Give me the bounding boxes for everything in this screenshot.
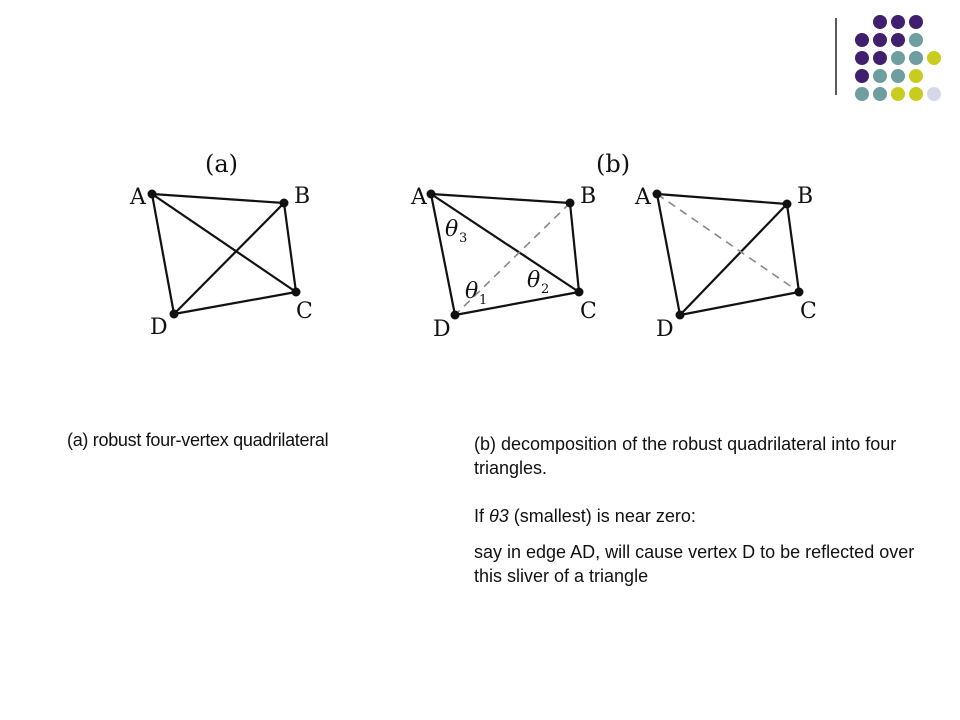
paragraph-decomposition: (b) decomposition of the robust quadrila… <box>474 434 897 478</box>
decor-dot <box>927 51 941 65</box>
paragraph-theta-condition: If θ3 (smallest) is near zero: <box>474 504 934 528</box>
decor-dot <box>891 69 905 83</box>
vertex-label-a: A <box>410 185 428 210</box>
edge-da <box>150 193 176 315</box>
vertex-dot-c <box>574 287 584 297</box>
decor-dot <box>891 15 905 29</box>
decor-dot <box>891 51 905 65</box>
caption-a: (a) robust four-vertex quadrilateral <box>67 430 329 450</box>
panel-a-label: (a) <box>205 150 238 178</box>
decor-dot <box>873 33 887 47</box>
edge-bc <box>282 202 298 293</box>
vertex-dot-b <box>565 198 575 208</box>
vertex-label-c: C <box>296 299 313 324</box>
vertex-label-b: B <box>294 184 310 209</box>
decor-dot <box>891 33 905 47</box>
vertex-dot-b <box>279 198 289 208</box>
decor-dot <box>855 69 869 83</box>
theta3-label: θ <box>445 217 458 242</box>
theta2-subscript: 2 <box>541 282 549 297</box>
theta3-subscript: 3 <box>459 231 467 246</box>
decor-dot <box>855 87 869 101</box>
decor-dot <box>873 51 887 65</box>
vertex-label-d: D <box>150 315 168 340</box>
theta-prefix: If <box>474 506 490 526</box>
theta-suffix: (smallest) is near zero: <box>508 506 696 526</box>
theta1-subscript: 1 <box>479 293 487 308</box>
decor-dot <box>891 87 905 101</box>
vertex-label-b: B <box>797 184 813 209</box>
decor-dot <box>909 87 923 101</box>
decor-dot <box>909 69 923 83</box>
vertex-dot-b <box>782 199 792 209</box>
vertex-dot-c <box>794 287 804 297</box>
panel-b-label: (b) <box>596 150 630 178</box>
decor-dot <box>855 33 869 47</box>
theta1-label: θ <box>465 279 478 304</box>
vertex-dot-a <box>426 189 436 199</box>
vertex-label-a: A <box>634 185 652 210</box>
description-b: (b) decomposition of the robust quadrila… <box>474 432 934 588</box>
theta3-inline: θ3 <box>489 506 509 526</box>
decor-dot <box>873 15 887 29</box>
theta2-label: θ <box>527 268 540 293</box>
decor-dot <box>909 33 923 47</box>
vertex-dot-d <box>450 310 460 320</box>
panel-b-left-triangles <box>429 192 581 317</box>
panel-a-quadrilateral <box>150 192 298 316</box>
dashed-diagonal-ac <box>656 193 800 293</box>
vertex-dot-d <box>675 310 685 320</box>
edge-ab <box>151 192 285 205</box>
diagonal-bd <box>173 202 285 315</box>
vertex-label-a: A <box>129 185 147 210</box>
vertex-label-c: C <box>800 299 817 324</box>
decor-dot <box>909 51 923 65</box>
vertex-label-c: C <box>580 299 597 324</box>
decor-dot <box>873 87 887 101</box>
panel-b-right-triangles <box>655 192 801 317</box>
dashed-diagonal-bd <box>454 202 571 316</box>
vertex-label-d: D <box>433 317 451 342</box>
vertex-dot-d <box>169 309 179 319</box>
decor-dot <box>873 69 887 83</box>
vertex-dot-a <box>147 189 157 199</box>
edge-cd <box>173 290 297 316</box>
vertex-dot-a <box>652 189 662 199</box>
vertex-label-d: D <box>656 317 674 342</box>
decor-dot <box>855 51 869 65</box>
decor-dot <box>927 87 941 101</box>
vertex-dot-c <box>291 287 301 297</box>
vertex-label-b: B <box>580 184 596 209</box>
diagonal-ac <box>151 193 297 293</box>
decor-dot <box>909 15 923 29</box>
paragraph-reflection: say in edge AD, will cause vertex D to b… <box>474 542 915 586</box>
